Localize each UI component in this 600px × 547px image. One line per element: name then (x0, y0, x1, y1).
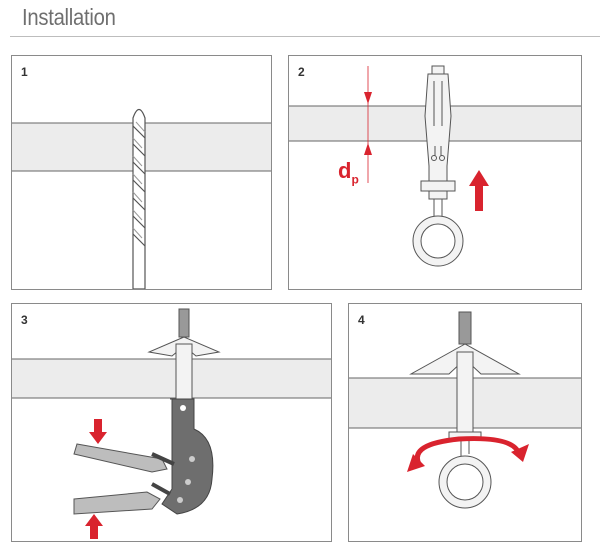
page-title: Installation (22, 4, 116, 30)
anchor-insertion-illustration (289, 65, 581, 267)
step-1-panel: 1 (11, 55, 272, 290)
step-3-panel: 3 (11, 303, 332, 542)
cavity-anchor-icon (412, 65, 464, 267)
dimension-label: dp (338, 158, 359, 186)
rotate-arrow-icon (415, 436, 522, 466)
arrow-up-icon (469, 170, 489, 211)
wall-board (12, 358, 331, 399)
arrow-down-icon (89, 419, 107, 444)
setting-tool-icon (73, 398, 214, 515)
drill-bit-icon (132, 108, 146, 289)
setting-tool-illustration (12, 308, 331, 539)
cavity-anchor-icon (147, 308, 221, 400)
dimension-subscript: p (351, 172, 359, 187)
step-number: 3 (21, 313, 28, 327)
title-divider (10, 36, 600, 37)
arrow-up-icon (85, 514, 103, 539)
tightening-illustration (349, 311, 581, 509)
drilling-illustration (12, 108, 271, 289)
step-number: 2 (298, 65, 305, 79)
dimension-marker (364, 66, 372, 183)
step-number: 1 (21, 65, 28, 79)
step-4-panel: 4 (348, 303, 582, 542)
dimension-symbol: d (338, 158, 352, 183)
step-number: 4 (358, 313, 365, 327)
step-2-panel: 2 dp (288, 55, 582, 290)
cavity-anchor-icon (409, 311, 521, 509)
